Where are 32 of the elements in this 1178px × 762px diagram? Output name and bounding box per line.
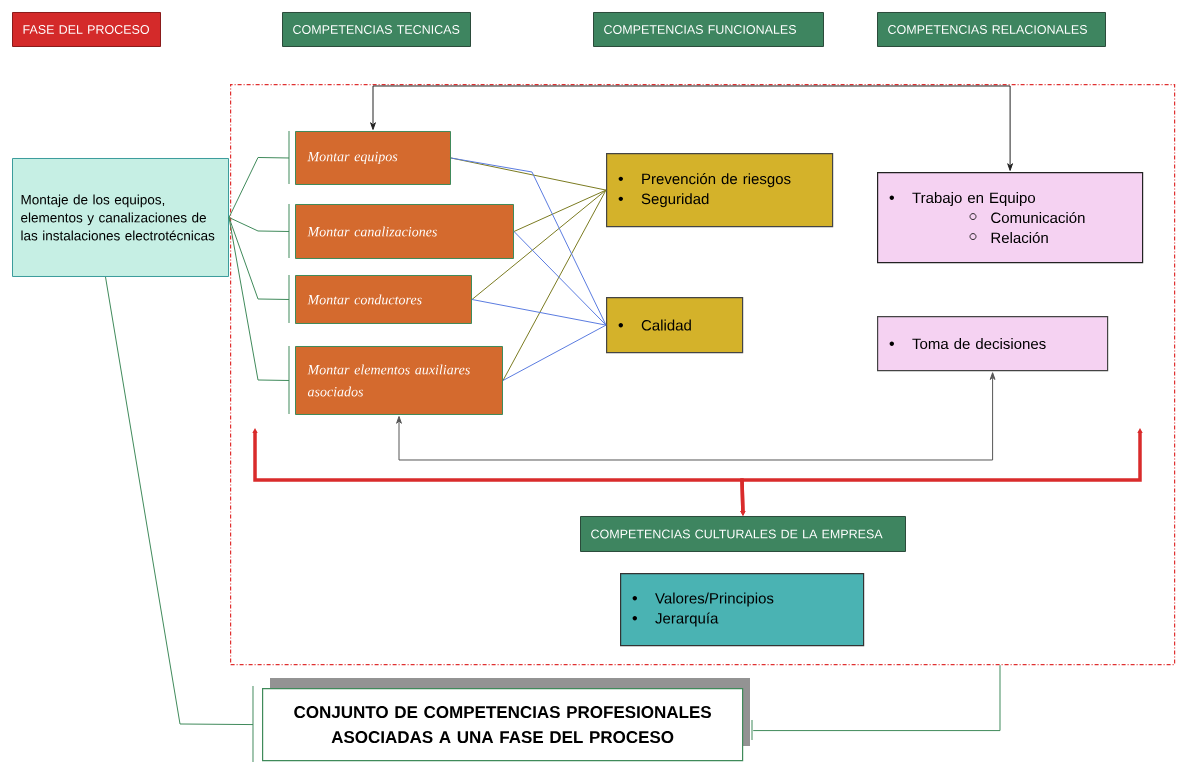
header-box: FASE DEL PROCESO bbox=[12, 12, 161, 47]
competence-box: Toma de decisiones bbox=[877, 316, 1109, 372]
connector bbox=[502, 324, 607, 381]
connector bbox=[228, 217, 290, 232]
connector bbox=[396, 372, 996, 461]
frame-box bbox=[230, 84, 1176, 666]
task-box: Montar equipos bbox=[295, 131, 451, 185]
header-box: COMPETENCIAS TECNICAS bbox=[282, 12, 471, 47]
competence-box: Trabajo en Equipo Comunicación Relación bbox=[877, 172, 1144, 264]
connector bbox=[502, 189, 607, 381]
connector bbox=[105, 276, 254, 726]
header-box: COMPETENCIAS FUNCIONALES bbox=[593, 12, 824, 47]
competence-box: Calidad bbox=[606, 297, 744, 354]
competence-box: Prevención de riesgos Seguridad bbox=[606, 153, 834, 228]
competence-box: Valores/Principios Jerarquía bbox=[620, 573, 865, 647]
connector bbox=[450, 157, 607, 326]
connector bbox=[513, 231, 607, 326]
phase-box: Montaje de los equipos, elementos y canalizaciones de las instalaciones electrotécnicas bbox=[12, 158, 229, 277]
header-box: COMPETENCIAS RELACIONALES bbox=[877, 12, 1106, 47]
connector bbox=[471, 189, 607, 300]
connector bbox=[471, 299, 607, 326]
task-box: Montar elementos auxiliares asociados bbox=[295, 346, 503, 415]
connector bbox=[228, 157, 290, 218]
title-box: CONJUNTO DE COMPETENCIAS PROFESIONALES ASOCIADAS A UNA FASE DEL PROCESO bbox=[262, 678, 750, 762]
connector bbox=[370, 85, 1013, 171]
header-box: COMPETENCIAS CULTURALES DE LA EMPRESA bbox=[580, 516, 906, 552]
connector bbox=[740, 428, 1143, 516]
task-box: Montar canalizaciones bbox=[295, 204, 514, 259]
connector bbox=[228, 217, 290, 381]
connector bbox=[228, 217, 290, 300]
task-box: Montar conductores bbox=[295, 275, 472, 324]
connector bbox=[752, 664, 1001, 732]
